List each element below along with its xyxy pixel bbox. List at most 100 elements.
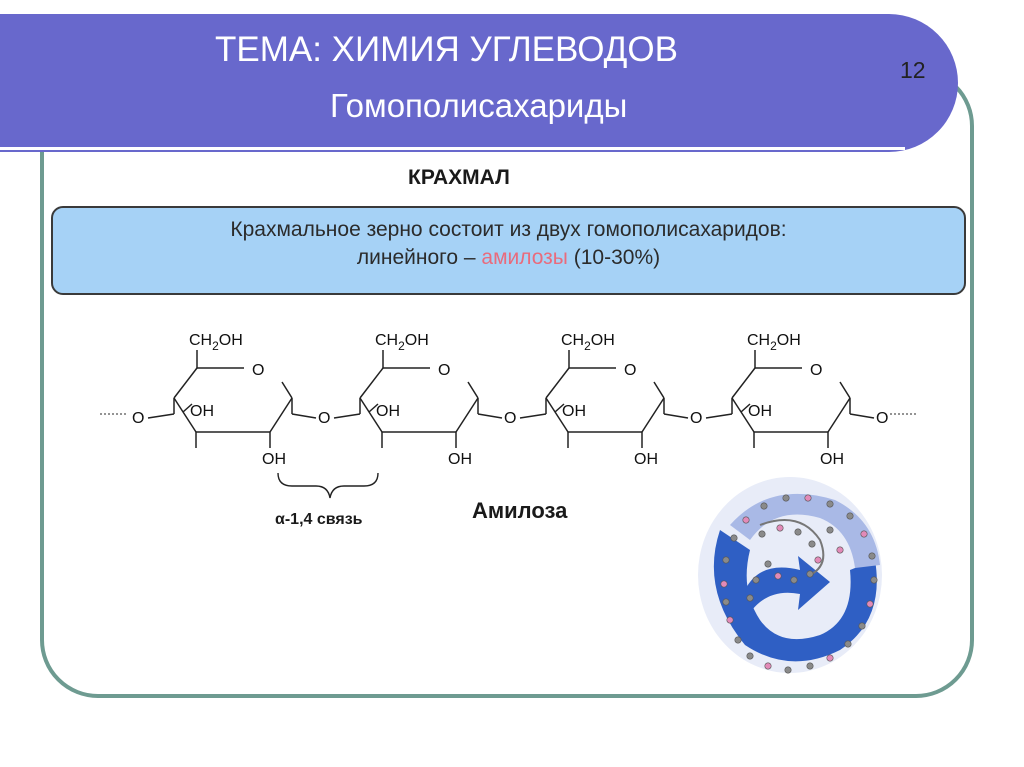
ring-bond — [359, 397, 383, 433]
helix-atom — [844, 640, 852, 648]
c2-oh-bond — [554, 403, 565, 413]
helix-atom — [866, 600, 874, 608]
ch2oh-group: CH2OH — [747, 332, 801, 353]
glycosidic-bond — [705, 413, 733, 419]
glycosidic-oxygen: O — [132, 410, 144, 427]
glycosidic-bond — [663, 413, 689, 419]
amylose-helix-illustration — [698, 477, 882, 674]
description-line-1: Крахмальное зерно состоит из двух гомопо… — [230, 218, 787, 241]
ch2oh-group: CH2OH — [189, 332, 243, 353]
ring-bond — [731, 367, 756, 399]
helix-atom — [790, 576, 798, 584]
ch-text: CH — [747, 332, 770, 349]
description-box: Крахмальное зерно состоит из двух гомопо… — [51, 206, 966, 295]
glycosidic-bond — [519, 413, 547, 419]
ch-text: CH — [189, 332, 212, 349]
ring-bond — [467, 381, 479, 399]
alpha-1-4-bond-label: α-1,4 связь — [275, 511, 363, 528]
ch-text: CH — [375, 332, 398, 349]
ring-oxygen: O — [252, 362, 264, 379]
glycosidic-bond — [333, 413, 361, 419]
bottom-hydroxyl: OH — [634, 451, 658, 468]
header-band — [0, 14, 958, 152]
subscript-2: 2 — [212, 339, 219, 353]
bottom-hydroxyl: OH — [448, 451, 472, 468]
ring-hydroxyl: OH — [376, 403, 400, 420]
helix-atom — [734, 636, 742, 644]
helix-atom — [776, 524, 784, 532]
subscript-2: 2 — [398, 339, 405, 353]
section-title: КРАХМАЛ — [408, 166, 510, 189]
slide-title: ТЕМА: ХИМИЯ УГЛЕВОДОВ — [215, 30, 678, 69]
ring-oxygen: O — [810, 362, 822, 379]
helix-atom — [826, 526, 834, 534]
ring-bond — [827, 397, 851, 433]
glycosidic-oxygen: O — [318, 410, 330, 427]
bottom-hydroxyl: OH — [820, 451, 844, 468]
oh-text: OH — [591, 332, 615, 349]
ring-bond — [455, 397, 479, 433]
description-prefix: линейного – — [356, 246, 482, 269]
helix-atom — [746, 594, 754, 602]
helix-atom — [752, 576, 760, 584]
helix-atom — [722, 598, 730, 606]
ring-bond — [839, 381, 851, 399]
ch-text: CH — [561, 332, 584, 349]
helix-inner-chain — [759, 519, 825, 576]
ring-bond — [281, 381, 293, 399]
bond-brace — [277, 472, 379, 499]
ring-oxygen: O — [624, 362, 636, 379]
helix-atom — [870, 576, 878, 584]
helix-atom — [858, 622, 866, 630]
helix-atom — [868, 552, 876, 560]
helix-back-ribbon — [730, 493, 880, 568]
slide-number: 12 — [900, 57, 926, 83]
ring-bond — [173, 397, 197, 433]
helix-atom — [764, 662, 772, 670]
glycosidic-oxygen: O — [690, 410, 702, 427]
ring-bond — [269, 397, 293, 433]
helix-atom — [808, 540, 816, 548]
c2-oh-bond — [368, 403, 379, 413]
ring-hydroxyl: OH — [190, 403, 214, 420]
ring-bond — [653, 381, 665, 399]
ring-hydroxyl: OH — [748, 403, 772, 420]
helix-atom — [726, 616, 734, 624]
helix-atom — [826, 654, 834, 662]
glycosidic-bond — [477, 413, 503, 419]
oh-text: OH — [219, 332, 243, 349]
helix-atom — [814, 556, 822, 564]
bottom-hydroxyl: OH — [262, 451, 286, 468]
helix-atom — [806, 662, 814, 670]
ch2oh-group: CH2OH — [561, 332, 615, 353]
amylose-highlight: амилозы — [481, 246, 568, 269]
helix-atom — [764, 560, 772, 568]
helix-atom — [784, 666, 792, 674]
ring-bond — [731, 397, 755, 433]
c2-oh-bond — [740, 403, 751, 413]
helix-atom — [860, 530, 868, 538]
helix-atom — [746, 652, 754, 660]
ring-bond — [545, 397, 569, 433]
subscript-2: 2 — [770, 339, 777, 353]
glycosidic-bond — [147, 413, 175, 419]
helix-outer-ribbon — [713, 530, 877, 662]
ring-bond — [641, 397, 665, 433]
amylose-label: Амилоза — [472, 498, 568, 523]
oh-text: OH — [777, 332, 801, 349]
glycosidic-oxygen: O — [876, 410, 888, 427]
oh-text: OH — [405, 332, 429, 349]
description-line-2: линейного – амилозы (10-30%) — [53, 244, 964, 272]
helix-atom — [742, 516, 750, 524]
helix-atom — [804, 494, 812, 502]
helix-atom — [760, 502, 768, 510]
helix-atom — [806, 570, 814, 578]
subscript-2: 2 — [584, 339, 591, 353]
ring-oxygen: O — [438, 362, 450, 379]
helix-atom — [730, 534, 738, 542]
helix-atom — [758, 530, 766, 538]
